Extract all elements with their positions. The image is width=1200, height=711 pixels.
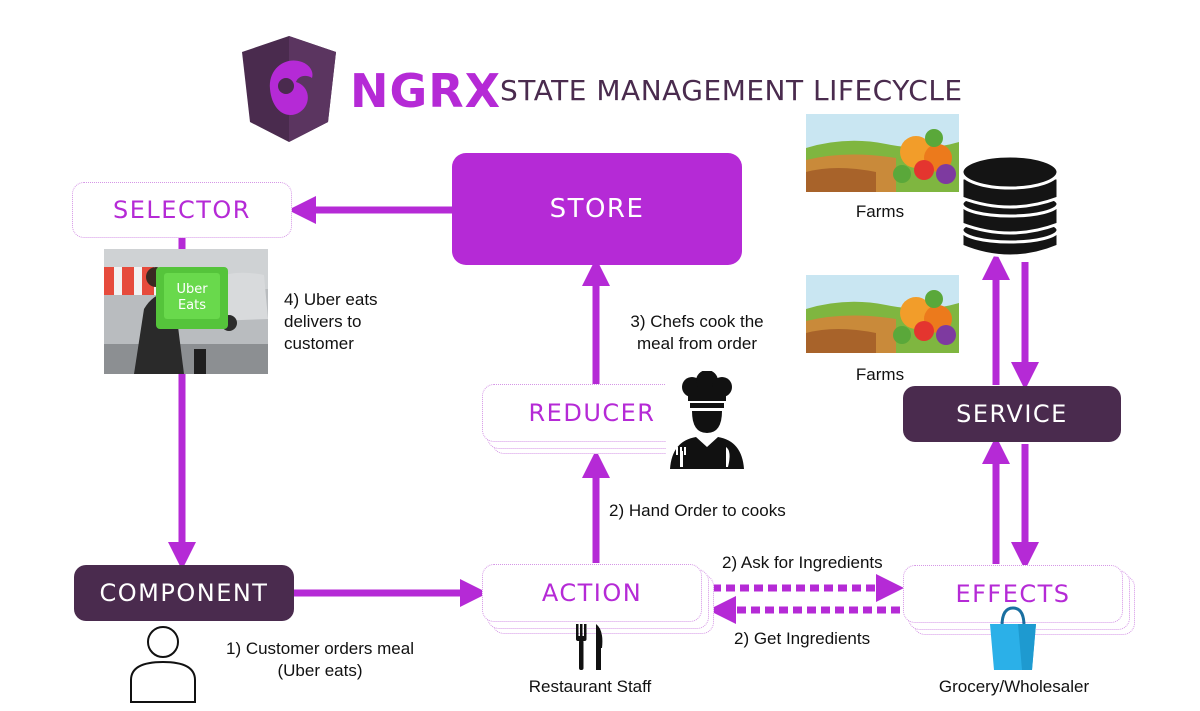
brand-title: NGRX bbox=[350, 64, 502, 118]
fork-knife-icon bbox=[576, 624, 603, 670]
ngrx-logo-icon bbox=[242, 36, 336, 142]
selector-label: SELECTOR bbox=[113, 196, 251, 224]
grocery-caption: Grocery/Wholesaler bbox=[938, 677, 1090, 696]
shopping-bag-icon bbox=[990, 606, 1036, 670]
component-box: COMPONENT bbox=[74, 565, 294, 621]
get-ingredients-caption: 2) Get Ingredients bbox=[734, 629, 871, 648]
step3-line2: meal from order bbox=[637, 334, 757, 353]
ask-ingredients-caption: 2) Ask for Ingredients bbox=[722, 553, 883, 572]
step1-line2: (Uber eats) bbox=[277, 661, 363, 680]
farm-image-top bbox=[806, 114, 959, 192]
user-icon bbox=[130, 626, 196, 703]
farm-image-bottom bbox=[806, 275, 959, 353]
effects-label: EFFECTS bbox=[955, 580, 1071, 608]
step4-caption: 4) Uber eats delivers to customer bbox=[284, 289, 378, 355]
selector-box: SELECTOR bbox=[72, 182, 292, 238]
reducer-label: REDUCER bbox=[528, 399, 656, 427]
store-box: STORE bbox=[452, 153, 742, 265]
uber-eats-courier-image: Uber Eats bbox=[104, 249, 268, 374]
svg-text:Uber: Uber bbox=[176, 282, 208, 297]
action-label: ACTION bbox=[541, 579, 643, 607]
farms-top-caption: Farms bbox=[855, 202, 905, 221]
step1-caption: 1) Customer orders meal (Uber eats) bbox=[210, 638, 430, 682]
svg-text:Eats: Eats bbox=[178, 298, 206, 313]
component-label: COMPONENT bbox=[99, 579, 269, 607]
restaurant-staff-caption: Restaurant Staff bbox=[528, 677, 652, 696]
step4-line3: customer bbox=[284, 334, 354, 353]
effects-box: EFFECTS bbox=[903, 565, 1123, 623]
service-box: SERVICE bbox=[903, 386, 1121, 442]
farms-bottom-caption: Farms bbox=[855, 365, 905, 384]
step2-hand-caption: 2) Hand Order to cooks bbox=[609, 501, 786, 520]
reducer-box: REDUCER bbox=[482, 384, 702, 442]
action-box: ACTION bbox=[482, 564, 702, 622]
database-icon bbox=[960, 154, 1060, 258]
step3-caption: 3) Chefs cook the meal from order bbox=[612, 311, 782, 355]
service-label: SERVICE bbox=[956, 400, 1068, 428]
step4-line2: delivers to bbox=[284, 312, 362, 331]
chef-icon bbox=[666, 371, 748, 469]
page-title: STATE MANAGEMENT LIFECYCLE bbox=[500, 74, 963, 107]
store-label: STORE bbox=[549, 194, 645, 224]
step1-line1: 1) Customer orders meal bbox=[225, 639, 414, 658]
step3-line1: 3) Chefs cook the bbox=[630, 312, 764, 331]
step4-line1: 4) Uber eats bbox=[284, 290, 378, 309]
